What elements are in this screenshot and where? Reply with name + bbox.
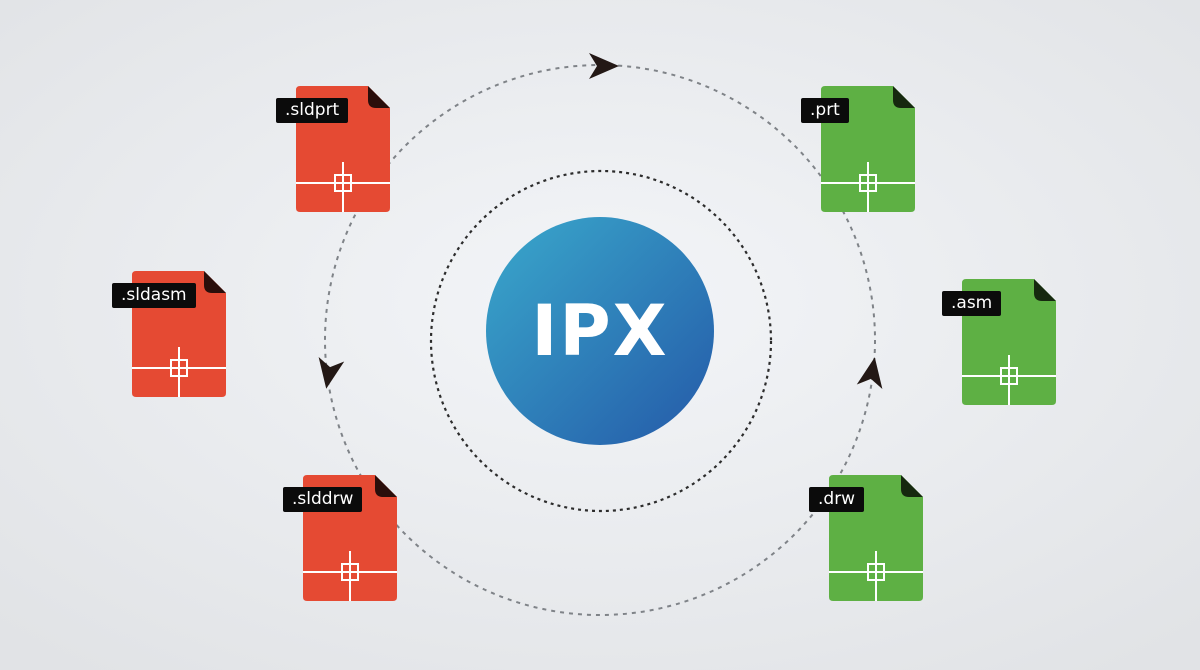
crosshair-icon <box>859 174 877 192</box>
file-sldprt: .sldprt <box>276 86 396 216</box>
outer-conversion-ring <box>324 64 876 616</box>
crosshair-icon <box>867 563 885 581</box>
file-extension-label: .prt <box>801 98 849 123</box>
crosshair-icon <box>341 563 359 581</box>
file-sldasm: .sldasm <box>112 271 232 401</box>
file-prt: .prt <box>801 86 921 216</box>
arrowhead-icon <box>856 357 883 390</box>
file-extension-label: .sldasm <box>112 283 196 308</box>
crosshair-icon <box>334 174 352 192</box>
arrowhead-icon <box>318 356 345 389</box>
arrowhead-icon <box>589 53 619 79</box>
file-asm: .asm <box>942 279 1062 409</box>
inner-ring <box>429 169 773 513</box>
file-extension-label: .drw <box>809 487 865 512</box>
file-extension-label: .asm <box>942 291 1002 316</box>
file-drw: .drw <box>809 475 929 605</box>
file-extension-label: .slddrw <box>283 487 363 512</box>
crosshair-icon <box>170 359 188 377</box>
file-slddrw: .slddrw <box>283 475 403 605</box>
ipx-core-circle <box>486 217 714 445</box>
crosshair-icon <box>1000 367 1018 385</box>
ipx-core-label: IPX <box>531 290 669 372</box>
file-extension-label: .sldprt <box>276 98 349 123</box>
